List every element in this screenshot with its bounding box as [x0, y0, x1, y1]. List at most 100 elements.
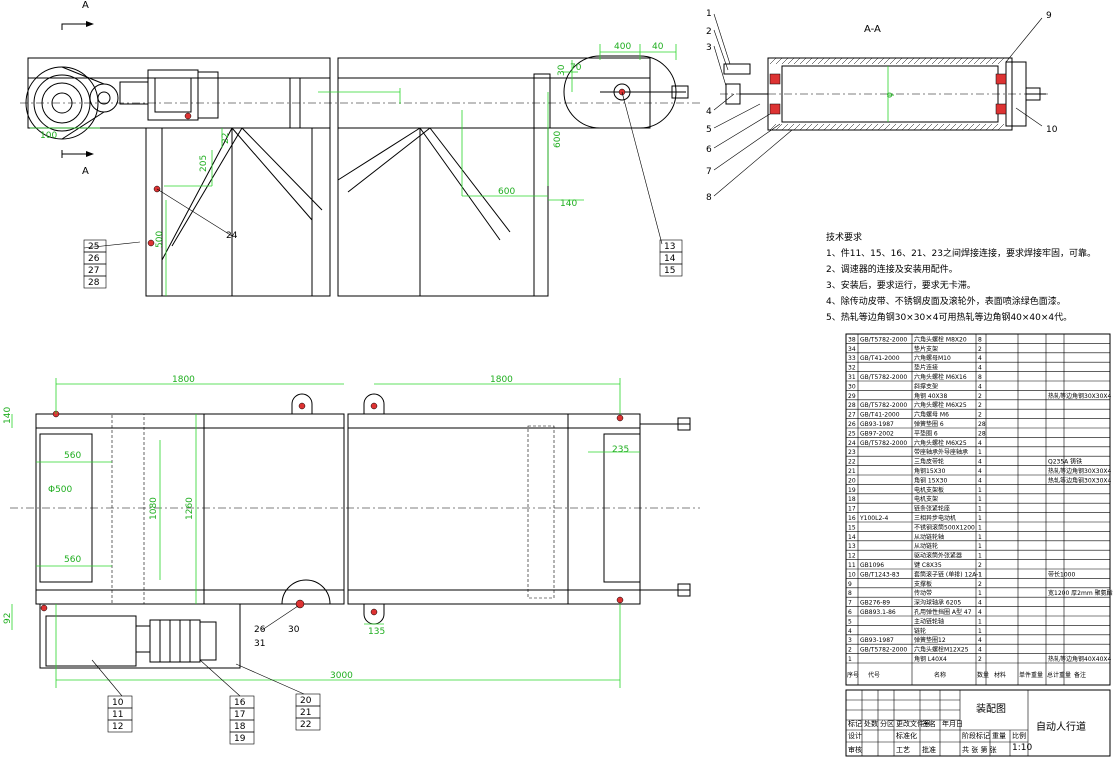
bom-cell: 1 [978, 487, 982, 494]
svg-text:20: 20 [300, 696, 312, 706]
bom-cell: 9 [848, 581, 852, 588]
dim-140b: 140 [3, 407, 13, 424]
bom-cell: 11 [848, 562, 856, 569]
balloon-30-plan: 30 [288, 625, 300, 635]
bom-cell: 4 [978, 609, 982, 616]
bom-cell: Y100L2-4 [859, 515, 888, 522]
svg-text:21: 21 [300, 708, 311, 718]
bom-cell: 弹簧垫圈 6 [914, 420, 944, 428]
bom-cell: 4 [978, 600, 982, 607]
bom-cell: 键 C8X35 [914, 561, 942, 569]
dim-560b: 560 [64, 555, 81, 565]
bom-cell: 4 [848, 628, 852, 635]
bom-cell: 38 [848, 336, 856, 343]
svg-text:2: 2 [706, 27, 712, 37]
bom-cell: GB/T5782-2000 [860, 402, 907, 409]
bom-cell: 六角头螺栓 M8X20 [914, 335, 967, 343]
bom-cell: 1 [978, 496, 982, 503]
bom-cell: 4 [978, 365, 982, 372]
bom-cell: GB/T5782-2000 [860, 440, 907, 447]
svg-text:比例: 比例 [1012, 731, 1026, 740]
bom-cell: 斜撑支架 [914, 382, 938, 390]
bom-cell: 链条张紧轮座 [914, 505, 950, 513]
dim-92: 92 [3, 613, 13, 624]
dim-400: 400 [614, 42, 631, 52]
bom-cell: 带座轴承外导座轴承 [914, 448, 968, 456]
section-balloon-9: 9 [1046, 11, 1052, 21]
bom-cell: 34 [848, 346, 856, 353]
svg-text:φ: φ [885, 92, 895, 98]
bom-cell: 孔用弹性挡圈 A型 47 [914, 608, 972, 616]
bom-cell: 2 [978, 402, 982, 409]
bom-cell: 4 [978, 355, 982, 362]
svg-text:26: 26 [88, 254, 100, 264]
bom-cell: 16 [848, 515, 856, 522]
bom-cell: 3 [848, 637, 852, 644]
tech-line-4: 4、除传动皮带、不锈钢皮面及滚轮外，表面喷涂绿色面漆。 [826, 295, 1066, 307]
bom-cell: 宽1200 厚2mm 聚氨酯 [1048, 589, 1113, 597]
svg-text:17: 17 [234, 710, 245, 720]
bom-cell: 驱动滚筒外张紧器 [914, 552, 962, 560]
bom-cell: 28 [978, 421, 986, 428]
bom-cell: GB/T5782-2000 [860, 336, 907, 343]
section-mark-bottom: A [82, 166, 89, 177]
dim-235: 235 [612, 445, 629, 455]
dim-30: 30 [557, 64, 567, 76]
bom-cell: 2 [978, 346, 982, 353]
bom-cell: 25 [848, 430, 856, 437]
bom-cell: 31 [848, 374, 856, 381]
bom-cell: 六角螺母 M6 [914, 411, 949, 419]
bom-cell: 19 [848, 487, 856, 494]
bom-cell: 1 [978, 618, 982, 625]
bom-cell: 深沟球轴承 6205 [914, 599, 961, 607]
bom-cell: 角钢 15X30 [914, 476, 947, 484]
bom-cell: 弹簧垫圈12 [914, 636, 946, 644]
gearbox [45, 615, 137, 667]
bom-cell: 6 [848, 609, 852, 616]
bom-cell: GB/T1243-83 [860, 571, 900, 578]
bom-cell: 传动带 [914, 589, 932, 597]
bom-cell: 2 [978, 393, 982, 400]
bom-cell: 22 [848, 459, 856, 466]
svg-text:阶段标记: 阶段标记 [962, 731, 990, 740]
balloon-stack-25-28: 25 26 27 28 [83, 239, 141, 289]
bom-cell: GB/T5782-2000 [860, 647, 907, 654]
svg-text:更改文件号: 更改文件号 [896, 719, 931, 728]
bom-cell: 角钢 L40X4 [914, 655, 947, 663]
dim-500: 500 [155, 231, 165, 248]
bom-header-cell: 数量 [977, 671, 989, 679]
svg-text:6: 6 [706, 145, 712, 155]
dim-600h: 600 [498, 187, 515, 197]
svg-text:标准化: 标准化 [896, 731, 917, 740]
bom-cell: 链轮 [914, 627, 926, 635]
dim-40: 40 [652, 42, 664, 52]
dim-1800b: 1800 [490, 375, 513, 385]
bom-cell: 23 [848, 449, 856, 456]
sprocket-guard [281, 579, 331, 605]
bom-cell: 电机支架 [914, 495, 938, 503]
drive-base [39, 603, 241, 669]
bom-cell: 垫片连接 [914, 364, 938, 372]
dim-135: 135 [368, 627, 385, 637]
svg-text:批准: 批准 [922, 745, 936, 754]
bom-cell: 7 [848, 600, 852, 607]
bom-header-cell: 单件重量 [1019, 671, 1043, 679]
bom-cell: 4 [978, 468, 982, 475]
drum-hatching [769, 57, 1005, 131]
plan-view: 1800 1800 560 560 Φ500 1080 1260 235 92 … [3, 375, 700, 745]
technical-requirements: 技术要求 1、件11、15、16、21、23之间焊接连接，要求焊接牢固，可靠。 … [826, 231, 1096, 323]
bom-cell: 从动链轮轴 [914, 533, 944, 541]
